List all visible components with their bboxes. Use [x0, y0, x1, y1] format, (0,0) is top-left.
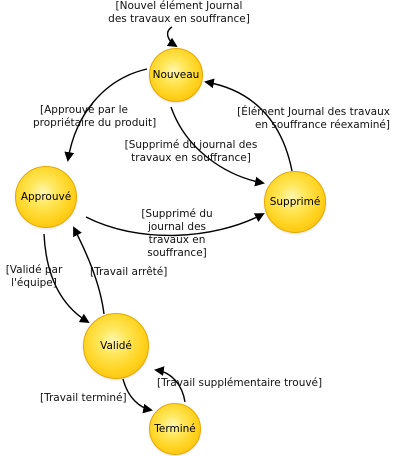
label-termine-to-valide: [Travail supplémentaire trouvé]	[157, 377, 323, 389]
label-nouveau-to-approuve: [Approuvé par le propriétaire du produit…	[33, 104, 157, 129]
arrow-approuve-to-valide	[43, 233, 90, 324]
arrow-valide-to-approuve	[73, 226, 105, 315]
state-approuve: Approuvé	[15, 166, 77, 228]
arrow-nouveau-to-approuve	[64, 68, 148, 162]
state-valide: Validé	[83, 313, 149, 379]
state-termine: Terminé	[149, 403, 201, 455]
state-nouveau-label: Nouveau	[152, 69, 200, 81]
label-valide-to-approuve: [Travail arrêté]	[90, 266, 168, 278]
arrow-supprime-to-nouveau	[204, 78, 293, 172]
arrow-termine-to-valide	[154, 366, 186, 403]
state-supprime: Supprimé	[264, 171, 326, 233]
label-valide-to-termine: [Travail terminé]	[40, 392, 127, 404]
state-nouveau: Nouveau	[149, 48, 203, 102]
state-approuve-label: Approuvé	[20, 191, 72, 203]
label-approuve-to-valide: [Validé par l'équipe]	[5, 264, 63, 289]
state-valide-label: Validé	[100, 340, 132, 352]
arrow-valide-to-termine	[122, 378, 153, 414]
state-supprime-label: Supprimé	[269, 196, 321, 208]
label-start-to-nouveau: [Nouvel élément Journal des travaux en s…	[108, 0, 250, 25]
state-termine-label: Terminé	[154, 423, 196, 435]
label-supprime-to-nouveau: [Élément Journal des travaux en souffran…	[237, 106, 390, 131]
label-nouveau-to-supprime: [Supprimé du journal des travaux en souf…	[124, 139, 258, 164]
arrow-nouveau-to-supprime	[170, 106, 265, 187]
label-approuve-to-supprime: [Supprimé du journal des travaux en souf…	[141, 208, 213, 259]
arrow-approuve-to-supprime	[85, 213, 265, 237]
arrow-start-to-nouveau	[166, 26, 178, 48]
